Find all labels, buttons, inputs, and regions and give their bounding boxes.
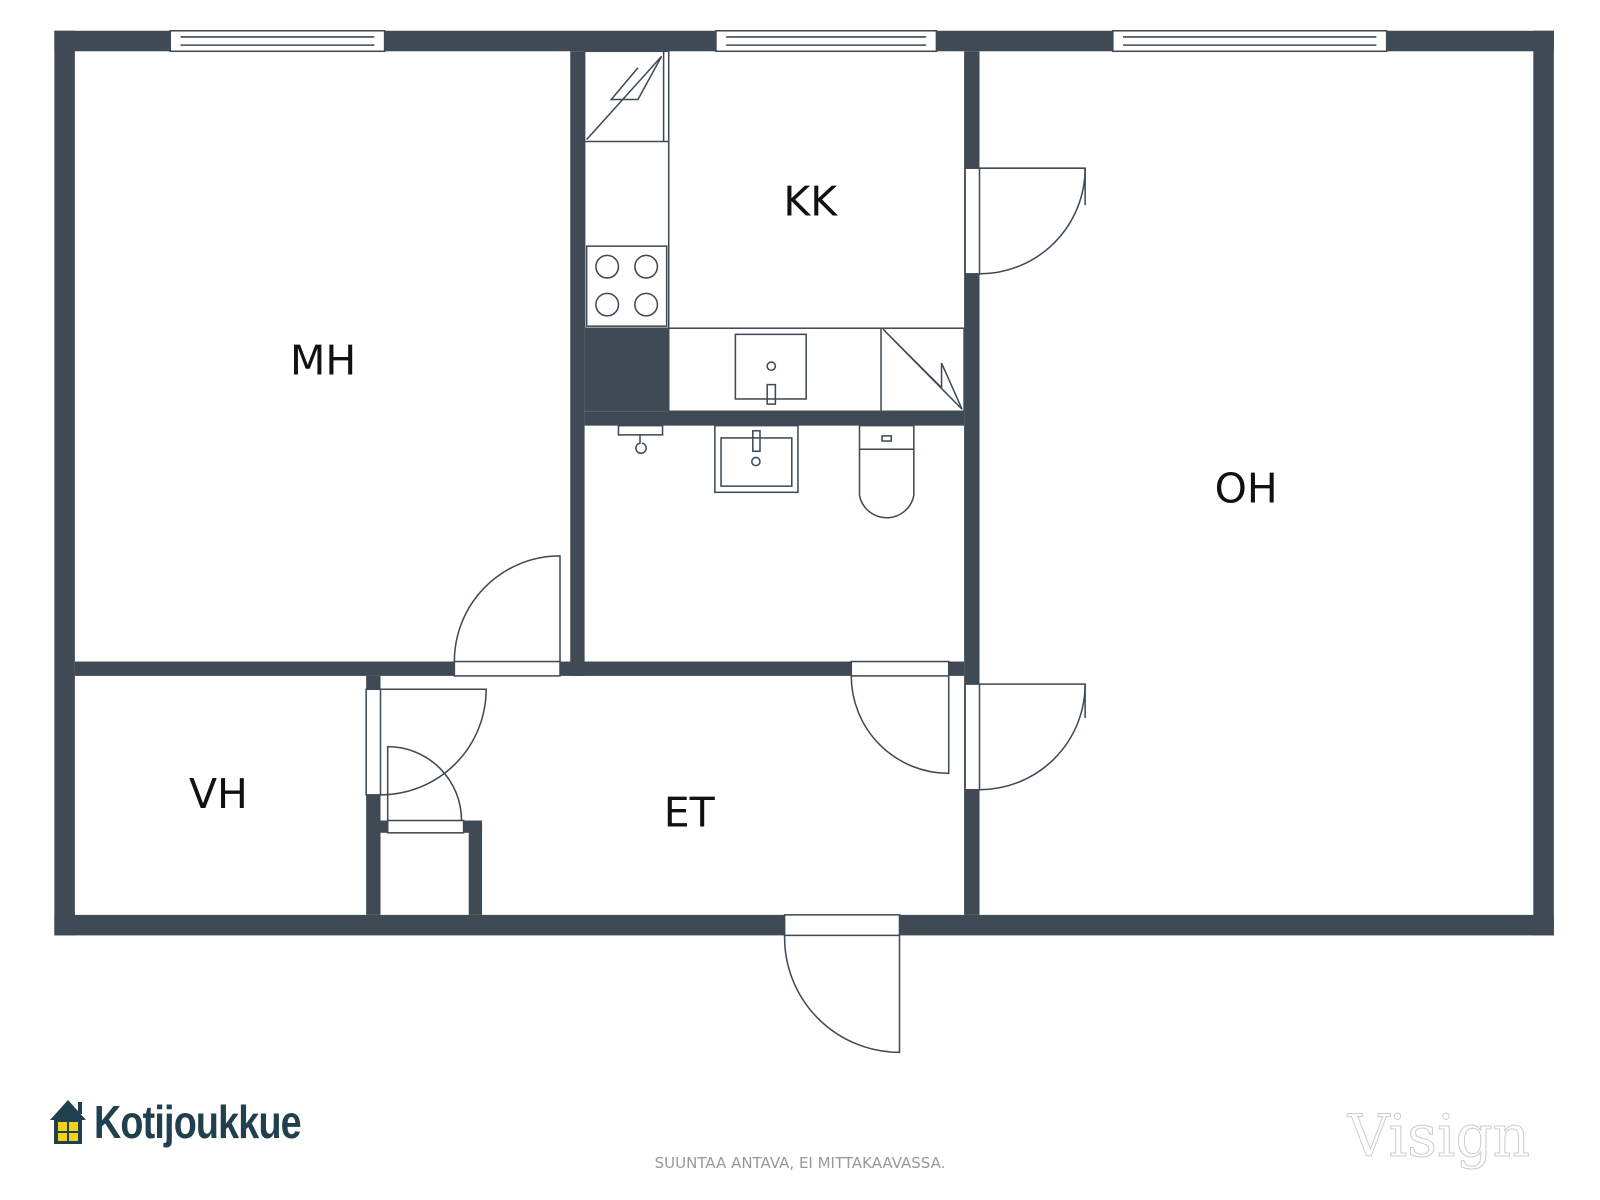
sink-icon (714, 424, 799, 494)
watermark: Visign (1347, 1102, 1530, 1171)
room-label-vh: VH (189, 770, 248, 818)
toilet-icon (858, 424, 915, 519)
scale-disclaimer: SUUNTAA ANTAVA, EI MITTAKAAVASSA. (654, 1154, 946, 1172)
room-label-mh: MH (290, 336, 356, 384)
doors (365, 167, 1086, 1054)
windows (169, 29, 1388, 53)
walls (54, 30, 1554, 936)
bathroom-fixtures (617, 424, 915, 519)
room-label-et: ET (664, 789, 716, 837)
stove-icon (585, 245, 668, 327)
room-label-kk: KK (783, 177, 838, 225)
kitchen-fixtures (583, 50, 965, 413)
room-label-oh: OH (1215, 465, 1278, 513)
house-icon (50, 1100, 86, 1144)
shower-icon (617, 424, 664, 436)
brand-logo: Kotijoukkue (48, 1095, 346, 1149)
kitchen-sink-icon (734, 333, 807, 400)
brand-name: Kotijoukkue (94, 1096, 302, 1148)
